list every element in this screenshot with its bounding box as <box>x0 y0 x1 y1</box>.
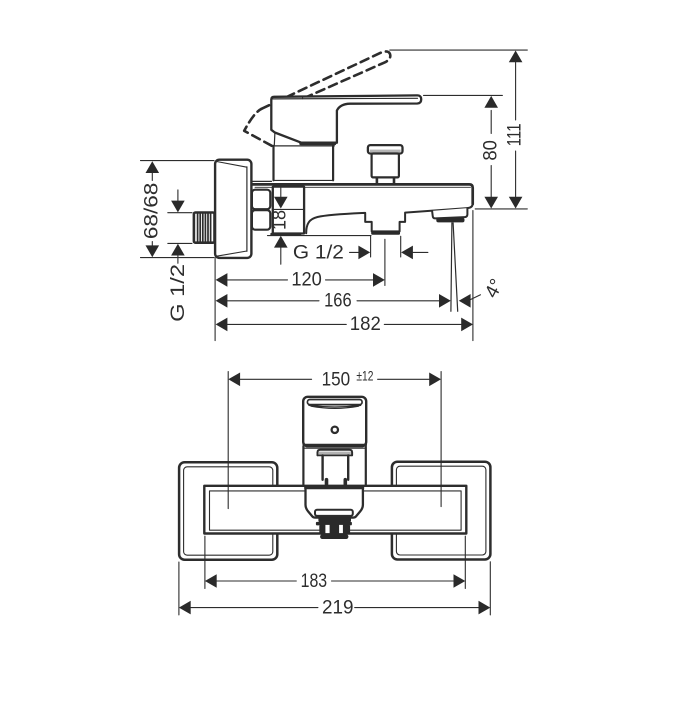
svg-text:182: 182 <box>350 314 381 335</box>
svg-text:166: 166 <box>324 291 352 312</box>
svg-text:80: 80 <box>480 140 501 161</box>
svg-text:±12: ±12 <box>356 368 373 383</box>
svg-text:68/68: 68/68 <box>142 183 163 240</box>
svg-text:G 1/2: G 1/2 <box>293 242 344 263</box>
svg-text:150: 150 <box>322 369 351 390</box>
svg-text:219: 219 <box>322 597 354 618</box>
svg-text:120: 120 <box>291 270 322 291</box>
svg-text:183: 183 <box>301 571 328 592</box>
svg-text:18: 18 <box>270 210 291 230</box>
svg-text:G 1/2: G 1/2 <box>168 264 189 322</box>
svg-text:111: 111 <box>505 123 526 146</box>
